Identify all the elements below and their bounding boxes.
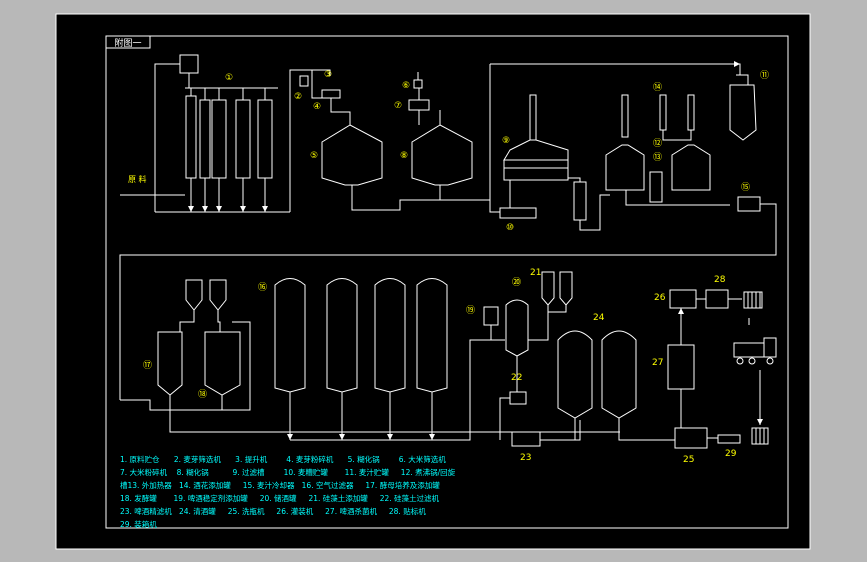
whirlpool-tank — [671, 144, 711, 191]
label-20: ⑳ — [512, 277, 521, 288]
label-17: ⑰ — [143, 360, 152, 371]
legend: 1. 原料贮仓 2. 麦芽筛选机 3. 提升机 4. 麦芽粉碎机 5. 糊化锅 … — [120, 454, 456, 529]
label-3: ③ — [324, 70, 332, 80]
label-7: ⑦ — [394, 101, 402, 111]
label-26: 26 — [654, 293, 666, 303]
label-25: 25 — [683, 455, 694, 465]
mash-tun-2 — [411, 124, 473, 186]
label-4: ④ — [313, 102, 321, 112]
label-19: ⑲ — [466, 305, 475, 316]
label-24: 24 — [593, 313, 605, 323]
label-28: 28 — [714, 275, 726, 285]
label-15: ⑮ — [741, 182, 750, 193]
truck-cab — [763, 337, 777, 358]
flow-arrows — [188, 61, 763, 440]
equipment-lines — [119, 54, 777, 449]
spent-grain-tank — [499, 207, 537, 219]
label-6: ⑥ — [402, 81, 410, 91]
label-16: ⑯ — [258, 282, 267, 293]
legend-line-5: 23. 啤酒精滤机 24. 清酒罐 25. 洗瓶机 26. 灌装机 27. 啤酒… — [120, 506, 426, 516]
label-29: 29 — [725, 449, 737, 459]
label-22: 22 — [511, 373, 522, 383]
kieselguhr-tank-1 — [541, 271, 555, 306]
bright-tank-1 — [274, 278, 306, 393]
bottle-conveyor — [717, 434, 741, 444]
title-text: 附图一 — [114, 37, 141, 49]
kettle-stack-1 — [621, 94, 629, 138]
main-transfer-line — [119, 203, 777, 400]
legend-line-1: 1. 原料贮仓 2. 麦芽筛选机 3. 提升机 4. 麦芽粉碎机 5. 糊化锅 … — [120, 454, 446, 464]
label-23: 23 — [520, 453, 531, 463]
kieselguhr-tank-2 — [559, 271, 573, 306]
malt-screen — [299, 75, 309, 87]
legend-line-6: 29. 装箱机 — [120, 519, 157, 529]
label-9: ⑨ — [502, 136, 510, 146]
stabilizer-tank-2 — [209, 279, 227, 311]
label-13: ⑬ — [653, 152, 662, 163]
boiling-kettle — [605, 144, 645, 191]
crates — [743, 291, 769, 445]
label-11: ⑪ — [760, 70, 769, 81]
lauter-tun — [503, 167, 569, 181]
label-2: ② — [294, 92, 302, 102]
fine-filter — [511, 431, 541, 447]
label-1: ① — [225, 73, 233, 83]
legend-line-4: 18. 发酵罐 19. 啤酒稳定剂添加罐 20. 储酒罐 21. 硅藻土添加罐 … — [120, 493, 440, 503]
raw-material-label: 原 料 — [128, 174, 147, 184]
title-block — [105, 35, 151, 49]
label-12: ⑫ — [653, 138, 662, 149]
label-8: ⑧ — [400, 151, 408, 161]
legend-line-2: 7. 大米粉碎机 8. 糊化锅 9. 过滤槽 10. 麦糟贮罐 11. 麦汁贮罐… — [120, 467, 456, 477]
clear-beer-tank-1 — [557, 330, 593, 419]
label-5: ⑤ — [310, 151, 318, 161]
label-21: 21 — [530, 268, 541, 278]
legend-line-3: 槽13. 外加热器 14. 酒花添加罐 15. 麦汁冷却器 16. 空气过滤器 … — [120, 480, 440, 490]
fermenter-2 — [204, 331, 241, 396]
elevator-left-line — [154, 63, 180, 212]
inner-border — [105, 35, 789, 529]
fermenter-1 — [157, 331, 183, 396]
yeast-propagation-tank — [729, 84, 757, 141]
bright-tank-2 — [326, 278, 358, 393]
equipment-labels: ① ② ③ ④ ⑤ ⑥ ⑦ ⑧ ⑨ ⑩ ⑪ ⑫ ⑬ ⑭ ⑮ ⑯ ⑰ ⑱ ⑲ ⑳ … — [143, 70, 769, 465]
label-27: 27 — [652, 358, 663, 368]
clear-beer-tank-2 — [601, 330, 637, 419]
external-heater — [649, 171, 663, 203]
kieselguhr-filter-tank — [505, 299, 529, 357]
bright-tank-3 — [374, 278, 406, 393]
label-10: ⑩ — [506, 223, 514, 233]
stabilizer-tank-1 — [185, 279, 203, 311]
label-14: ⑭ — [653, 82, 662, 93]
label-18: ⑱ — [198, 389, 207, 400]
drawing-sheet — [55, 13, 811, 550]
bright-tank-4 — [416, 278, 448, 393]
